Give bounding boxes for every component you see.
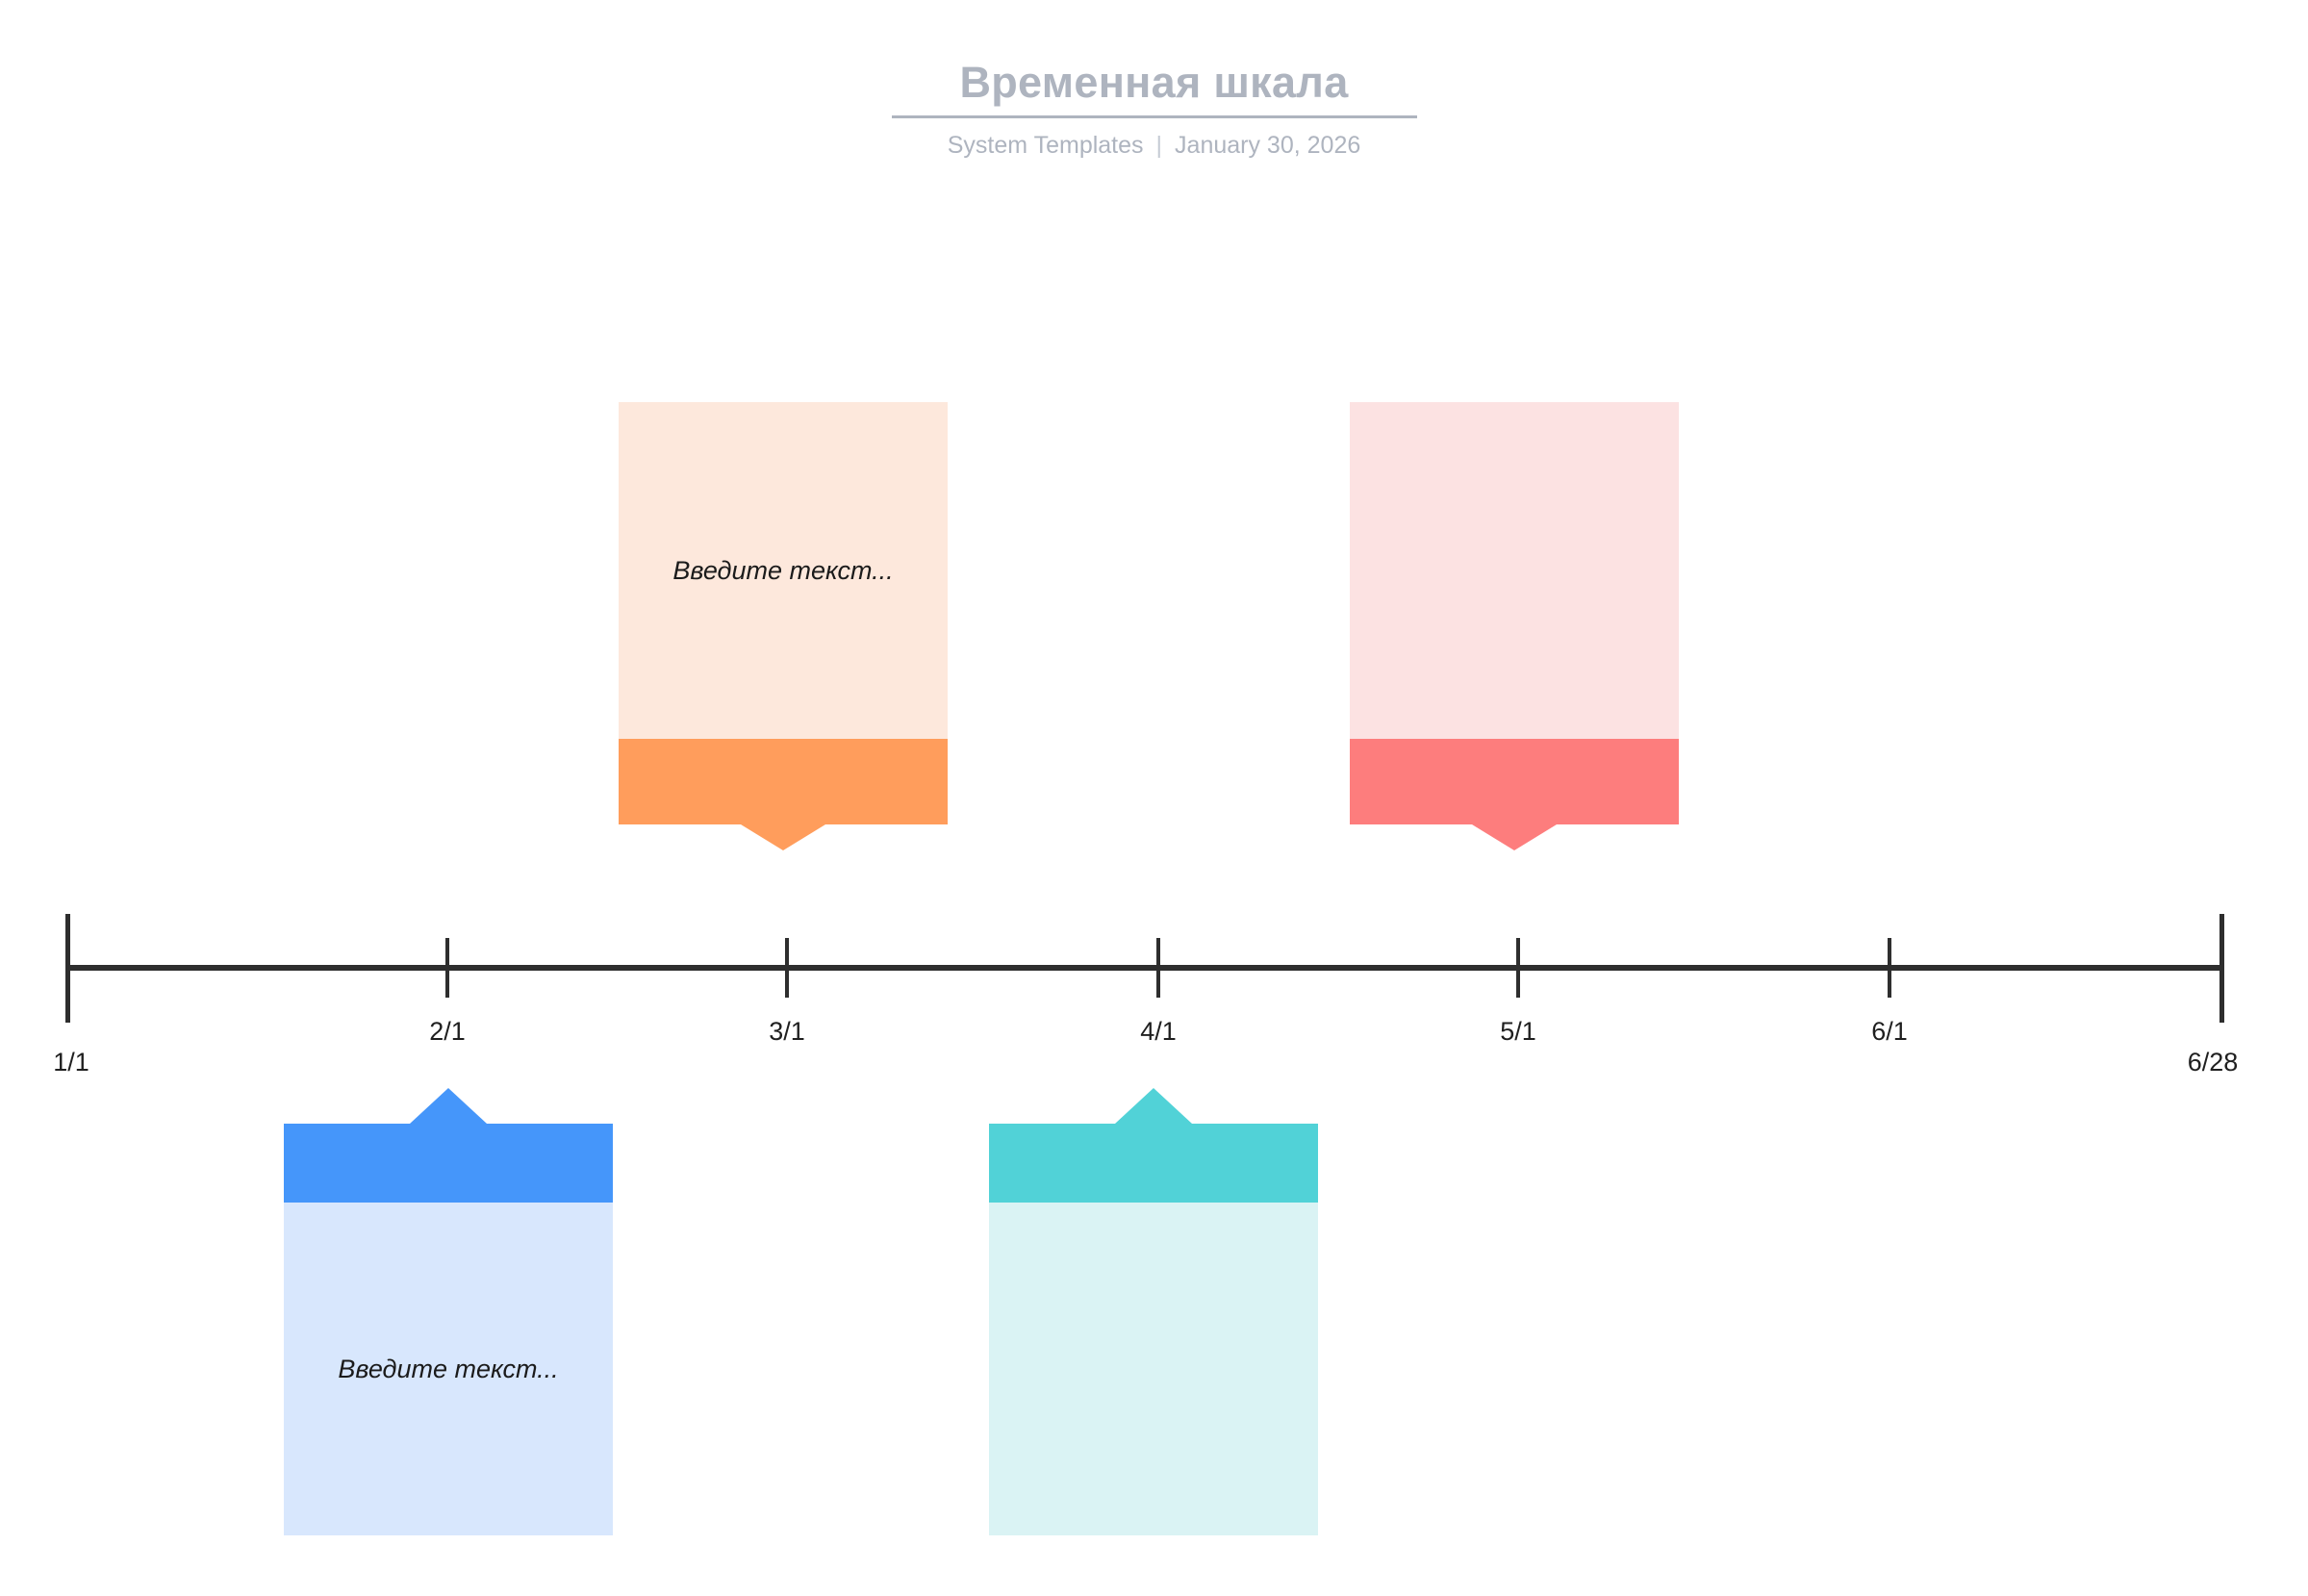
header-separator: | xyxy=(1155,132,1163,159)
event-card-teal-body[interactable] xyxy=(989,1203,1318,1535)
axis-label-tick-4: 5/1 xyxy=(1500,1017,1536,1046)
event-card-orange-body[interactable]: Введите текст... xyxy=(619,402,948,739)
axis-label-tick-2: 3/1 xyxy=(769,1017,805,1046)
axis-tick-1 xyxy=(445,938,449,998)
axis-tick-5 xyxy=(1888,938,1891,998)
event-card-pink-band xyxy=(1350,739,1679,824)
event-card-blue-pointer-up xyxy=(410,1088,487,1124)
event-card-pink[interactable] xyxy=(1350,402,1679,850)
event-card-blue-text[interactable]: Введите текст... xyxy=(338,1355,559,1383)
axis-label-tick-1: 2/1 xyxy=(429,1017,466,1046)
title-divider xyxy=(891,115,1417,118)
timeline-axis-line xyxy=(65,965,2222,971)
event-card-pink-pointer-down xyxy=(1472,824,1557,850)
header-source: System Templates xyxy=(947,132,1144,159)
axis-tick-2 xyxy=(785,938,789,998)
header-subtitle: System Templates | January 30, 2026 xyxy=(0,131,2308,160)
axis-label-tick-3: 4/1 xyxy=(1140,1017,1177,1046)
event-card-orange-pointer-down xyxy=(741,824,825,850)
header-date: January 30, 2026 xyxy=(1175,132,1361,159)
event-card-blue[interactable]: Введите текст... xyxy=(284,1088,613,1535)
axis-end-cap xyxy=(2219,914,2224,1023)
event-card-teal[interactable] xyxy=(989,1088,1318,1535)
axis-label-start: 1/1 xyxy=(53,1048,89,1077)
event-card-pink-body[interactable] xyxy=(1350,402,1679,739)
event-card-blue-body[interactable]: Введите текст... xyxy=(284,1203,613,1535)
event-card-teal-band xyxy=(989,1124,1318,1203)
event-card-orange-text[interactable]: Введите текст... xyxy=(672,556,894,585)
axis-label-tick-5: 6/1 xyxy=(1871,1017,1908,1046)
axis-tick-4 xyxy=(1516,938,1520,998)
axis-label-end: 6/28 xyxy=(2187,1048,2239,1077)
event-card-orange-band xyxy=(619,739,948,824)
page-header: Временная шкала System Templates | January… xyxy=(0,56,2308,160)
axis-tick-3 xyxy=(1156,938,1160,998)
page-title: Временная шкала xyxy=(959,58,1349,107)
event-card-teal-pointer-up xyxy=(1115,1088,1192,1124)
event-card-orange[interactable]: Введите текст... xyxy=(619,402,948,850)
event-card-blue-band xyxy=(284,1124,613,1203)
axis-start-cap xyxy=(65,914,70,1023)
